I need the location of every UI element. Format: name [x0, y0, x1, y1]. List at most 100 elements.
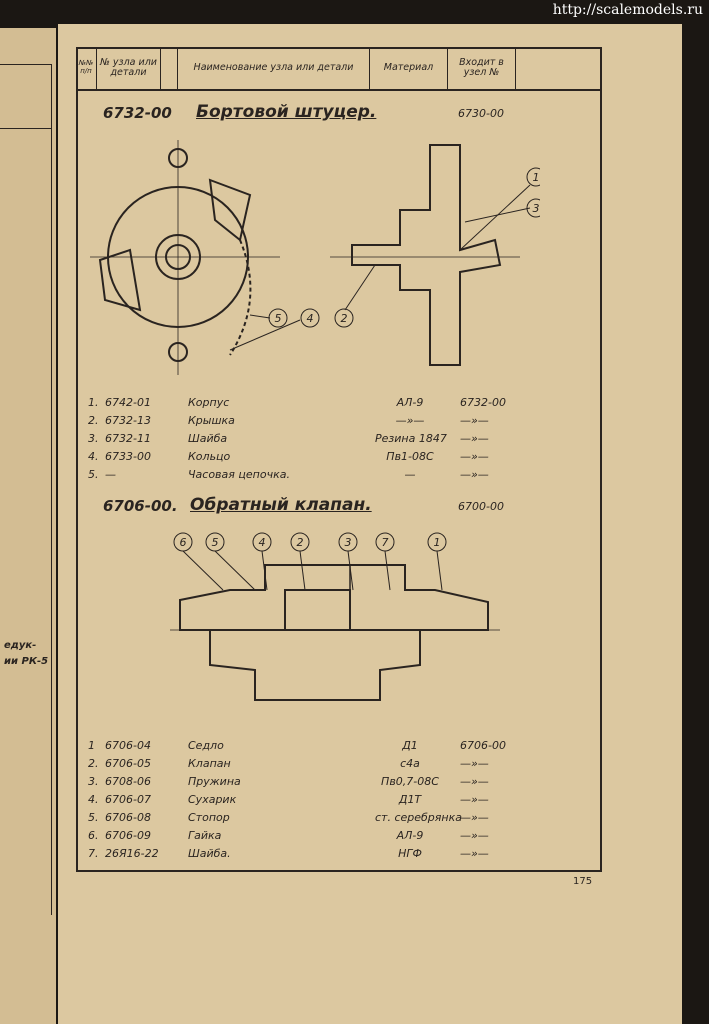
check-valve-drawing: 6 5 4 2 3 7 1: [170, 532, 500, 701]
part-code: 6706-04: [105, 739, 151, 752]
leader-line: [299, 550, 306, 591]
part-name: Пружина: [188, 775, 241, 788]
part-code: 6742-01: [105, 396, 151, 409]
callout-7: 7: [382, 536, 389, 549]
part-material: Резина 1847: [375, 432, 447, 445]
callout-5: 5: [275, 312, 282, 325]
part-code: —: [105, 468, 116, 481]
part-n: 5.: [88, 811, 99, 824]
part-part-of: —»—: [460, 811, 489, 824]
part-n: 7.: [88, 847, 99, 860]
part-part-of: —»—: [460, 847, 489, 860]
part-n: 1: [88, 739, 95, 752]
callout-6: 6: [180, 536, 187, 549]
callout-4: 4: [307, 312, 314, 325]
section1-parent: 6730-00: [458, 107, 504, 120]
part-code: 6733-00: [105, 450, 151, 463]
part-n: 5.: [88, 468, 99, 481]
part-material: НГФ: [398, 847, 422, 860]
page-number: 175: [573, 876, 593, 887]
page: [58, 24, 682, 1024]
header-name: Наименование узла или детали: [178, 47, 370, 89]
part-material: АЛ-9: [396, 829, 424, 842]
callout-3: 3: [345, 536, 352, 549]
table-header: №№ п/п № узла или детали Наименование уз…: [76, 47, 602, 91]
left-page-text: ии РК-5: [4, 656, 49, 667]
part-name: Сухарик: [188, 793, 237, 806]
part-name: Шайба: [188, 432, 228, 445]
part-part-of: —»—: [460, 432, 489, 445]
part-name: Клапан: [188, 757, 231, 770]
section2-parent: 6700-00: [458, 500, 504, 513]
part-material: —: [404, 468, 416, 481]
part-part-of: —»—: [460, 793, 489, 806]
part-material: АЛ-9: [396, 396, 424, 409]
section1-code: 6732-00: [103, 104, 172, 122]
callout-1: 1: [533, 171, 540, 184]
left-page-divider: [0, 128, 51, 129]
leader-line: [182, 550, 224, 591]
leader-line: [214, 550, 256, 591]
part-name: Седло: [188, 739, 224, 752]
part-n: 2.: [88, 757, 99, 770]
left-page: едук- ии РК-5: [0, 28, 56, 1024]
header-part-of: Входит в узел №: [448, 47, 516, 89]
part-code: 6706-05: [105, 757, 151, 770]
part-name: Крышка: [188, 414, 235, 427]
part-n: 2.: [88, 414, 99, 427]
part-name: Кольцо: [188, 450, 231, 463]
section2-code: 6706-00.: [103, 497, 178, 515]
part-part-of: —»—: [460, 829, 489, 842]
part-material: Пв0,7-08С: [381, 775, 439, 788]
callout-2: 2: [341, 312, 348, 325]
part-n: 6.: [88, 829, 99, 842]
part-material: ст. серебрянка: [375, 811, 462, 824]
part-code: 6708-06: [105, 775, 151, 788]
part-name: Гайка: [188, 829, 222, 842]
callout-5: 5: [212, 536, 219, 549]
header-num: №№ п/п: [76, 47, 97, 89]
part-material: Д1Т: [398, 793, 422, 806]
header-node: № узла или детали: [97, 47, 161, 89]
part-part-of: —»—: [460, 775, 489, 788]
section1-title: Бортовой штуцер.: [196, 102, 377, 122]
part-code: 6732-11: [105, 432, 151, 445]
part-part-of: —»—: [460, 414, 489, 427]
callout-2: 2: [297, 536, 304, 549]
leader-line: [436, 550, 443, 591]
part-name: Шайба.: [188, 847, 231, 860]
watermark: http://scalemodels.ru: [552, 2, 703, 18]
leader-line: [261, 550, 268, 591]
section2-title: Обратный клапан.: [190, 495, 372, 515]
part-code: 26Я16-22: [105, 847, 159, 860]
part-n: 4.: [88, 450, 99, 463]
leader-line: [347, 550, 354, 591]
part-part-of: —»—: [460, 468, 489, 481]
part-material: с4а: [400, 757, 420, 770]
part-part-of: 6732-00: [460, 396, 506, 409]
part-material: Пв1-08С: [386, 450, 434, 463]
part-code: 6706-09: [105, 829, 151, 842]
part-part-of: 6706-00: [460, 739, 506, 752]
part-name: Часовая цепочка.: [188, 468, 290, 481]
part-part-of: —»—: [460, 450, 489, 463]
part-n: 4.: [88, 793, 99, 806]
leader-line: [384, 550, 391, 591]
left-page-frame: [0, 64, 52, 915]
callout-3: 3: [533, 202, 540, 215]
left-page-text: едук-: [4, 640, 37, 651]
callout-4: 4: [259, 536, 266, 549]
part-code: 6706-08: [105, 811, 151, 824]
part-n: 1.: [88, 396, 99, 409]
part-name: Корпус: [188, 396, 230, 409]
part-code: 6706-07: [105, 793, 151, 806]
part-name: Стопор: [188, 811, 230, 824]
part-part-of: —»—: [460, 757, 489, 770]
part-material: Д1: [402, 739, 418, 752]
header-material: Материал: [370, 47, 448, 89]
callout-1: 1: [434, 536, 441, 549]
part-n: 3.: [88, 775, 99, 788]
drawing-frame: [76, 47, 602, 872]
part-n: 3.: [88, 432, 99, 445]
part-code: 6732-13: [105, 414, 151, 427]
